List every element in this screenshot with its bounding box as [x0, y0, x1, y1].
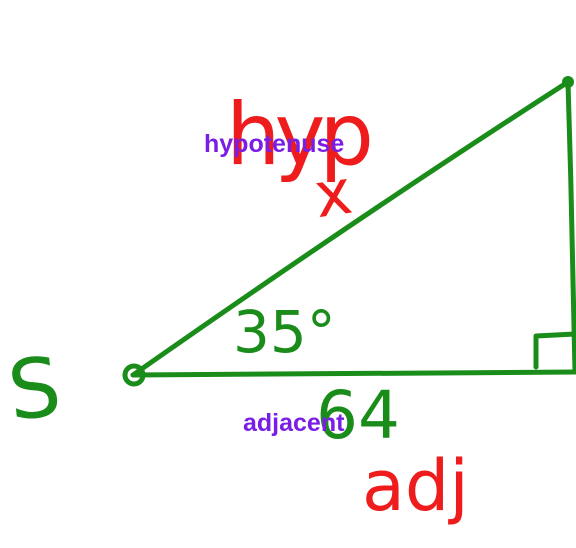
- handwritten-adjacent-abbrev: adj: [362, 445, 469, 527]
- typed-label-hypotenuse: hypotenuse: [204, 130, 345, 158]
- vertex-s-dot: [122, 363, 146, 387]
- typed-label-adjacent: adjacent: [243, 409, 345, 437]
- handwritten-angle: 35°: [233, 298, 336, 366]
- right-angle-marker: [533, 331, 576, 370]
- opposite-side-line: [565, 79, 576, 375]
- handwritten-adjacent-value: 64: [316, 377, 400, 454]
- top-vertex-dot: [562, 76, 574, 88]
- handwritten-vertex-letter: S: [4, 340, 66, 440]
- adjacent-side-line: [130, 369, 576, 378]
- hypotenuse-line: [130, 79, 571, 378]
- handwritten-hypotenuse-abbrev: hyp: [226, 85, 369, 185]
